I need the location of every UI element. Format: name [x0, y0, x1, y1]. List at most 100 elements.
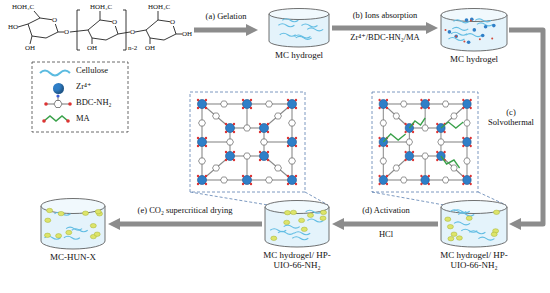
- chem-atom-label: OH: [25, 44, 35, 52]
- mc-structure: [18, 10, 182, 50]
- zr-ion: [481, 34, 485, 38]
- art-line: [100, 11, 101, 20]
- cellulose-fibre: [55, 212, 71, 215]
- mof-particle: [284, 220, 290, 224]
- chem-atom-label: HOH₂C: [90, 3, 112, 11]
- legend-text: BDC-NH₂: [76, 98, 112, 108]
- mof-particle: [47, 208, 53, 212]
- zr-ion: [473, 28, 477, 32]
- cellulose-fibre: [72, 229, 88, 232]
- mof-particle: [466, 216, 472, 220]
- chem-atom-label: HOH₂C: [12, 3, 34, 11]
- chem-atom-label: OH: [145, 44, 155, 52]
- ligand-dot: [479, 38, 481, 40]
- step-label: (d) Activation: [340, 206, 432, 216]
- zoom-left: [190, 92, 328, 205]
- hydrogel-cylinder: MC hydrogel/ HP-UIO-66-NH₂: [264, 200, 330, 248]
- cylinder-outline: [440, 200, 508, 248]
- chem-atom-label: n-2: [128, 44, 137, 52]
- mof-particle: [445, 217, 451, 221]
- cellulose-fibre: [478, 237, 494, 240]
- cellulose-fibre: [458, 213, 474, 216]
- zr-ion: [448, 30, 452, 34]
- step-label: (a) Gelation: [194, 12, 258, 22]
- chem-atom-label: O: [64, 28, 69, 36]
- cylinder-outline: [268, 8, 330, 48]
- art-line: [70, 30, 88, 32]
- reagent-label: HCl: [340, 230, 432, 240]
- step-label: (c) Solvothermal: [486, 108, 536, 128]
- art-polygon: [54, 101, 62, 108]
- mof-particle: [94, 232, 100, 236]
- mof-particle: [90, 224, 96, 228]
- mof-particle: [285, 211, 291, 215]
- zr-ion: [492, 24, 496, 28]
- reagent-label: Zr⁴⁺/BDC-HN₂/MA: [343, 33, 427, 43]
- art-rect: [32, 62, 128, 132]
- art-polyline: [383, 134, 405, 142]
- node-label: MC hydrogel/ HP-UIO-66-NH₂: [259, 250, 335, 270]
- art-line: [34, 11, 40, 18]
- art-rect: [190, 92, 305, 192]
- cellulose-fibre: [454, 222, 470, 225]
- cellulose-icon: [40, 71, 70, 76]
- art-circle: [56, 94, 59, 97]
- art-line: [18, 24, 28, 27]
- mof-particle: [451, 232, 457, 236]
- cellulose-fibre: [475, 19, 491, 22]
- chem-atom-label: O: [112, 18, 117, 26]
- cylinder-top: [41, 199, 105, 214]
- cellulose-fibre: [282, 19, 298, 22]
- zr-ion: [470, 18, 474, 22]
- mof-particle: [308, 213, 314, 217]
- mof-particle: [299, 218, 305, 222]
- art-rect: [372, 92, 478, 192]
- cellulose-fibre: [278, 231, 294, 234]
- zr-ion: [484, 25, 488, 29]
- ligand-dot: [463, 40, 465, 42]
- art-path: [123, 10, 126, 50]
- cellulose-fibre: [451, 32, 467, 35]
- step-label: (e) CO₂ supercritical drying: [112, 206, 258, 216]
- hydrogel-cylinder: MC hydrogel/ HP-UIO-66-NH₂: [440, 200, 508, 248]
- legend-text: MA: [76, 114, 90, 124]
- art-line: [190, 192, 268, 205]
- chem-atom-label: O: [170, 18, 175, 26]
- hydrogel-cylinder: MC hydrogel: [440, 8, 508, 52]
- mof-particle: [321, 210, 327, 214]
- cellulose-fibre: [278, 24, 294, 27]
- zr-ion: [465, 18, 469, 22]
- art-polyline: [441, 156, 460, 168]
- cylinder-top: [441, 9, 507, 22]
- mof-particle: [456, 236, 462, 240]
- cylinder-top: [265, 201, 329, 214]
- mof-particle: [320, 216, 326, 220]
- art-polyline: [441, 122, 463, 128]
- zr-ion: [467, 40, 471, 44]
- ligand-dot: [455, 35, 457, 37]
- art-line: [30, 36, 32, 44]
- ligand-dot: [445, 29, 447, 31]
- art-path: [77, 10, 80, 50]
- mof-particle: [271, 236, 277, 240]
- cellulose-fibre: [302, 24, 318, 27]
- art-polyline: [409, 118, 425, 128]
- hydrogel-cylinder: MC-HUN-X: [40, 198, 106, 250]
- cellulose-fibre: [64, 236, 80, 239]
- cylinder-top: [441, 201, 507, 214]
- chem-atom-label: OH: [87, 44, 97, 52]
- art-polyline: [44, 116, 68, 121]
- art-line: [135, 30, 146, 32]
- process-arrow: [344, 222, 438, 227]
- process-arrow: [332, 26, 426, 31]
- legend-text: Cellulose: [76, 66, 108, 76]
- mof-particle: [291, 210, 297, 214]
- gelation-arrow: [194, 28, 246, 33]
- node-label: MC hydrogel/ HP-UIO-66-NH₂: [436, 250, 512, 270]
- node-label: MC-HUN-X: [50, 252, 96, 262]
- cellulose-fibre: [452, 27, 468, 30]
- hydrogel-cylinder: MC hydrogel: [268, 8, 330, 48]
- cellulose-fibre: [284, 225, 300, 228]
